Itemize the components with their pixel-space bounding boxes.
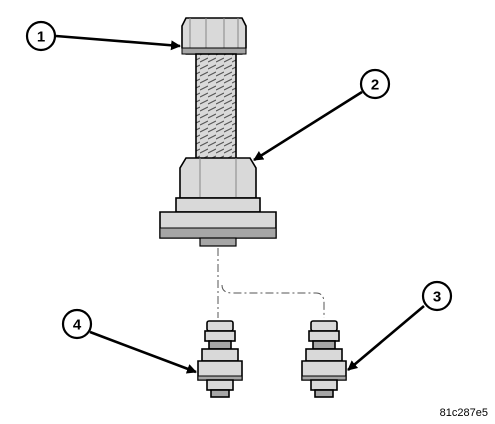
callout-2-label: 2 — [371, 77, 379, 94]
threaded-shaft — [195, 53, 237, 161]
leader-arrow-3 — [347, 305, 425, 371]
top-hex-nut — [181, 17, 247, 55]
leader-arrow-1 — [55, 34, 181, 51]
leader-arrow-4 — [89, 330, 197, 374]
leader-arrow-2 — [253, 90, 363, 162]
threaded-tool — [159, 17, 325, 318]
callout-1-label: 1 — [37, 29, 45, 46]
callout-3-label: 3 — [433, 289, 441, 306]
callout-4-label: 4 — [73, 317, 82, 334]
guide-lines — [217, 248, 325, 318]
leader-arrows — [55, 34, 425, 374]
adapter-right — [301, 320, 347, 398]
callout-3: 3 — [421, 280, 453, 312]
callout-2: 2 — [359, 68, 391, 100]
figure-code: 81c287e5 — [440, 407, 488, 419]
lower-hex-body — [159, 157, 277, 247]
adapter-left — [197, 320, 243, 398]
callout-4: 4 — [61, 308, 93, 340]
callout-1: 1 — [25, 20, 57, 52]
